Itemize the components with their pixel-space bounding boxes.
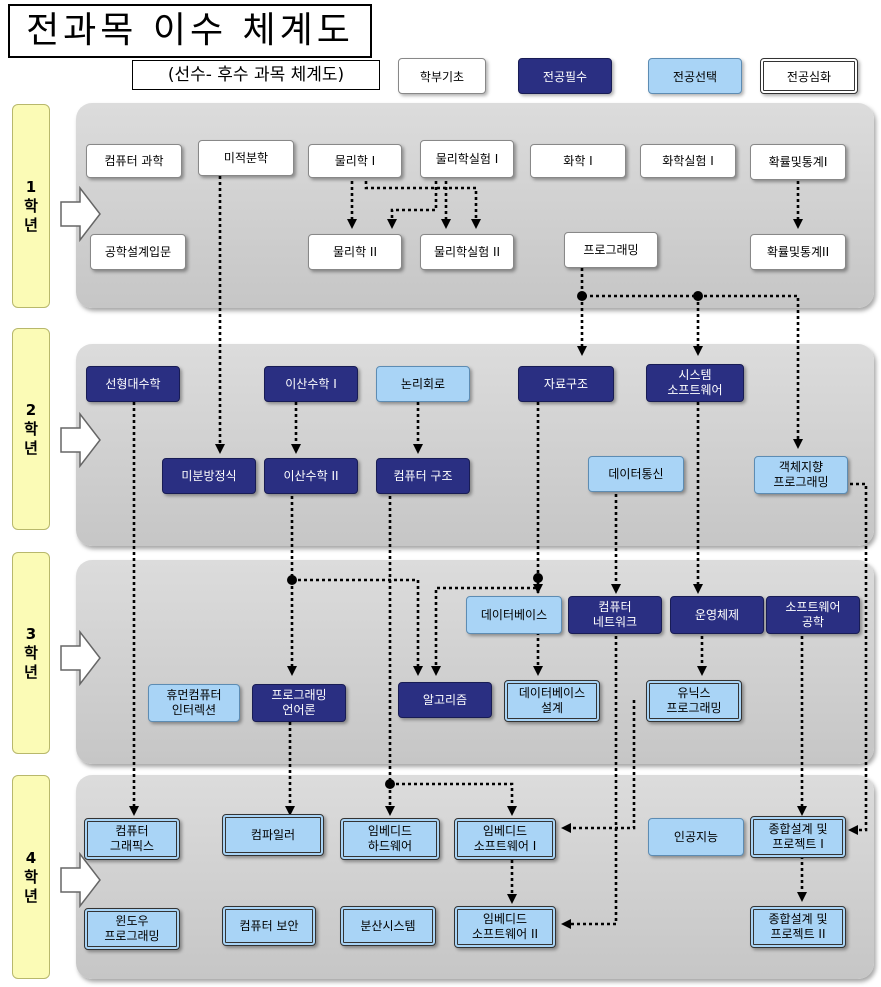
- course-computer-network[interactable]: 컴퓨터 네트워크: [568, 596, 662, 634]
- year-1-label: 1 학 년: [12, 104, 50, 308]
- course-probability-stats-2[interactable]: 확률및통계II: [750, 234, 846, 270]
- year-1-arrow-icon: [60, 186, 101, 242]
- course-computer-architecture[interactable]: 컴퓨터 구조: [376, 458, 470, 494]
- course-embedded-hardware[interactable]: 임베디드 하드웨어: [340, 818, 440, 860]
- course-human-computer-interaction[interactable]: 휴먼컴퓨터 인터렉션: [148, 684, 240, 722]
- year-2-label: 2 학 년: [12, 328, 50, 530]
- course-computer-security[interactable]: 컴퓨터 보안: [222, 906, 316, 946]
- course-compiler[interactable]: 컴파일러: [222, 814, 324, 856]
- course-distributed-systems[interactable]: 분산시스템: [340, 906, 436, 946]
- course-capstone-project-1[interactable]: 종합설계 및 프로젝트 I: [750, 816, 846, 858]
- course-physics-lab-1[interactable]: 물리학실험 I: [420, 140, 514, 178]
- course-algorithms[interactable]: 알고리즘: [398, 682, 492, 718]
- legend-elective: 전공선택: [648, 58, 742, 94]
- year-3-arrow-icon: [60, 630, 101, 686]
- legend-basic: 학부기초: [398, 58, 486, 94]
- course-logic-circuits[interactable]: 논리회로: [376, 366, 470, 402]
- course-chemistry-lab-1[interactable]: 화학실험 I: [640, 144, 736, 178]
- course-database[interactable]: 데이터베이스: [466, 596, 562, 634]
- course-computer-graphics[interactable]: 컴퓨터 그래픽스: [84, 818, 180, 860]
- course-physics-lab-2[interactable]: 물리학실험 II: [420, 234, 514, 270]
- year-3-band: [76, 560, 874, 764]
- course-object-oriented-programming[interactable]: 객체지향 프로그래밍: [754, 456, 848, 494]
- course-chemistry-1[interactable]: 화학 I: [530, 144, 626, 178]
- year-4-arrow-icon: [60, 852, 101, 908]
- course-computer-science[interactable]: 컴퓨터 과학: [86, 144, 182, 178]
- course-database-design[interactable]: 데이터베이스 설계: [504, 680, 600, 722]
- course-unix-programming[interactable]: 유닉스 프로그래밍: [646, 680, 742, 722]
- course-capstone-project-2[interactable]: 종합설계 및 프로젝트 II: [750, 906, 846, 948]
- year-3-label: 3 학 년: [12, 552, 50, 754]
- course-embedded-software-1[interactable]: 임베디드 소프트웨어 I: [454, 818, 556, 860]
- course-operating-system[interactable]: 운영체제: [670, 596, 764, 634]
- page-subtitle: (선수- 후수 과목 체계도): [132, 60, 380, 90]
- course-discrete-math-1[interactable]: 이산수학 I: [264, 366, 358, 402]
- course-calculus[interactable]: 미적분학: [198, 140, 294, 176]
- course-physics-2[interactable]: 물리학 II: [308, 234, 402, 270]
- legend-advanced: 전공심화: [760, 58, 858, 94]
- page-title: 전과목 이수 체계도: [8, 4, 372, 58]
- course-linear-algebra[interactable]: 선형대수학: [86, 366, 180, 402]
- course-embedded-software-2[interactable]: 임베디드 소프트웨어 II: [454, 906, 556, 948]
- course-system-software[interactable]: 시스템 소프트웨어: [646, 364, 744, 402]
- course-windows-programming[interactable]: 윈도우 프로그래밍: [84, 908, 180, 950]
- course-differential-equations[interactable]: 미분방정식: [162, 458, 256, 494]
- year-2-arrow-icon: [60, 412, 101, 468]
- course-engineering-design-intro[interactable]: 공학설계입문: [90, 234, 186, 270]
- course-discrete-math-2[interactable]: 이산수학 II: [264, 458, 358, 494]
- course-physics-1[interactable]: 물리학 I: [308, 144, 402, 178]
- course-software-engineering[interactable]: 소프트웨어 공학: [766, 596, 860, 634]
- course-programming-languages[interactable]: 프로그래밍 언어론: [252, 684, 346, 722]
- course-data-structures[interactable]: 자료구조: [518, 366, 614, 402]
- course-probability-stats-1[interactable]: 확률및통계I: [750, 144, 846, 180]
- course-programming[interactable]: 프로그래밍: [564, 232, 658, 268]
- legend-required: 전공필수: [518, 58, 612, 94]
- course-artificial-intelligence[interactable]: 인공지능: [648, 818, 744, 856]
- year-4-label: 4 학 년: [12, 775, 50, 979]
- course-data-communication[interactable]: 데이터통신: [588, 456, 684, 492]
